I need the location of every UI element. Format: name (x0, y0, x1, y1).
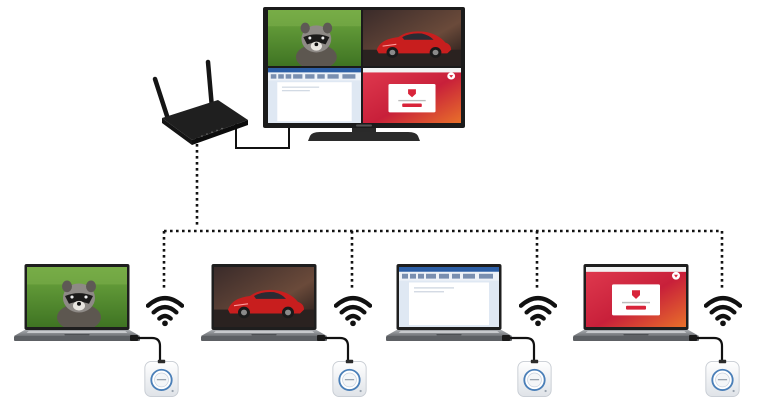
wifi-icon (521, 298, 555, 326)
tv-display (263, 7, 465, 141)
dongle-cables (136, 336, 724, 360)
dongle-3-cable (508, 336, 536, 360)
router-antenna-right (205, 59, 215, 111)
tv-stand (308, 132, 420, 141)
tv-neck (352, 128, 376, 133)
wifi-icon (706, 298, 740, 326)
dongle-2-cable (323, 336, 350, 360)
laptop-2-screen-car (214, 267, 314, 327)
wireless-network-lines (162, 138, 724, 290)
cable-plugs (130, 335, 697, 341)
tv-panel-car-photo (363, 10, 461, 66)
laptop-4 (573, 264, 699, 341)
router-antenna-left (152, 76, 171, 122)
tv-panel-document-window (268, 68, 361, 123)
laptop-4-screen-app (586, 267, 686, 327)
dongle-icon (706, 360, 739, 397)
wifi-icon (336, 298, 370, 326)
dongle-4-cable (695, 336, 724, 360)
dongle-icon (333, 360, 366, 397)
laptop-2 (201, 264, 327, 341)
wifi-icon (148, 298, 182, 326)
laptop-1 (14, 264, 140, 341)
laptop-1-screen-raccoon (27, 267, 127, 331)
tv-panel-raccoon-photo (268, 10, 361, 70)
dongle-1-cable (136, 336, 162, 360)
dongle-icon (145, 360, 178, 397)
dongle-icon (518, 360, 551, 397)
laptop-3-screen-document (399, 267, 499, 327)
wireless-router (152, 59, 248, 145)
router-body (162, 100, 248, 140)
tv-panel-app-window (363, 68, 461, 123)
laptop-3 (386, 264, 512, 341)
router-tv-cable (235, 121, 290, 149)
